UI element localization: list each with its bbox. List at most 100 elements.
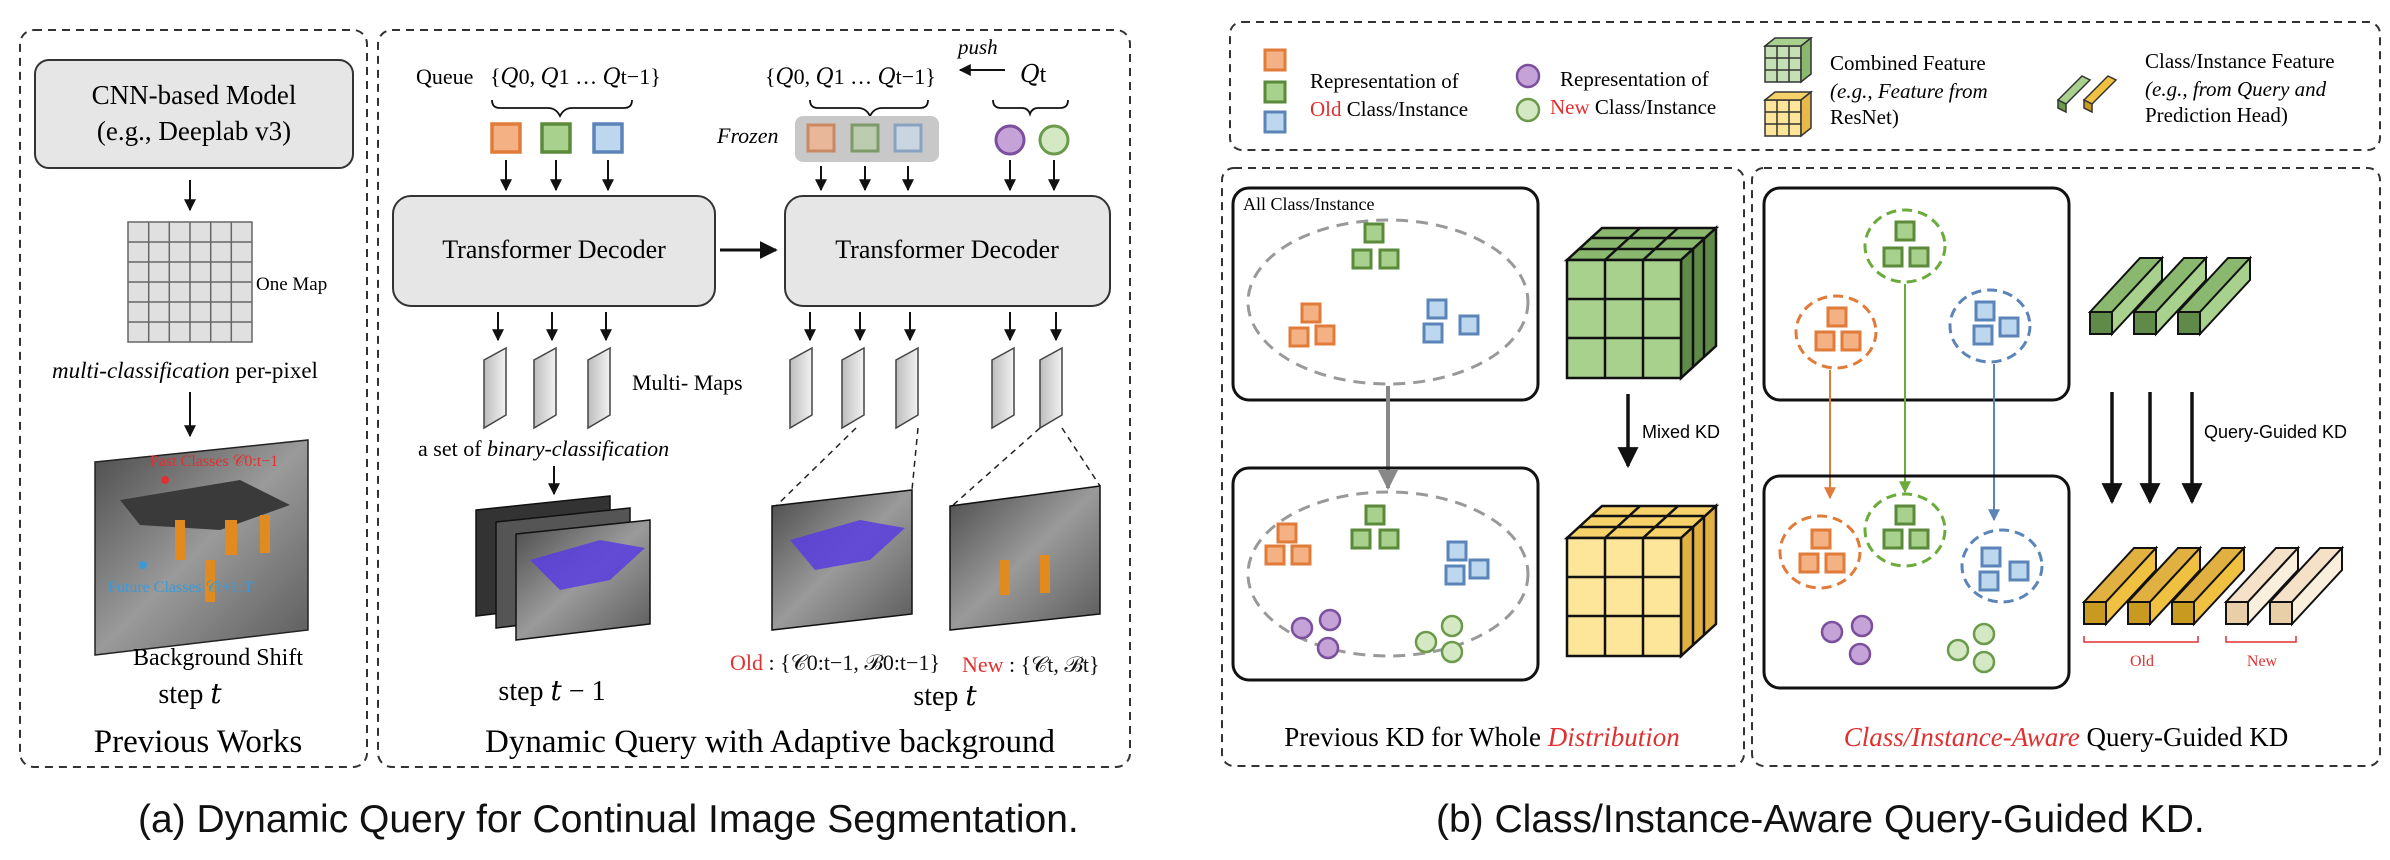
old-set-label: Old : {𝒞0:t−1, ℬ0:t−1} (730, 650, 940, 675)
legend-combined-sub1: (e.g., Feature from (1830, 79, 1988, 103)
legend-combined-sub2: ResNet) (1830, 105, 1899, 129)
zoom-line-new-left (951, 427, 1041, 507)
segmentation-image-previous (94, 439, 309, 656)
new-bars-label: New (2247, 653, 2278, 670)
transformer-decoder-1 (392, 195, 716, 307)
combined-feature-green-cube (1563, 225, 1720, 381)
legend-old-green (1263, 80, 1287, 104)
ci-feature-new-bars (2223, 545, 2345, 627)
ci-box-top (1762, 186, 2071, 402)
previous-works-frame (19, 29, 368, 768)
binary-classification-label: a set of binary-classification (418, 436, 669, 461)
queue-brace-2 (809, 99, 929, 119)
zoom-line-new-right (1061, 427, 1101, 487)
frozen-query-orange (806, 123, 836, 153)
zoom-line-old-right (911, 427, 919, 491)
ci-feature-yellow-bars (2081, 545, 2247, 627)
past-classes-label: Past Classes 𝒞0:t−1 (150, 453, 278, 470)
frozen-label: Frozen (716, 123, 779, 148)
qt-brace (992, 99, 1069, 117)
cnn-model-label: CNN-based Model (92, 80, 297, 110)
legend-combined-title: Combined Feature (1830, 51, 1986, 75)
one-map-label: One Map (256, 274, 327, 295)
bottom-blue-cluster (1444, 540, 1490, 586)
transformer-decoder-2 (784, 195, 1111, 307)
one-map-grid (127, 221, 253, 343)
ci-box-bottom (1762, 474, 2071, 690)
multi-maps-stack-2 (789, 346, 1063, 430)
all-ci-box-bottom (1231, 466, 1540, 682)
ci-feature-green-bars (2087, 255, 2253, 337)
legend-old-orange (1263, 48, 1287, 72)
rb-purple-cluster (1820, 614, 1874, 666)
cnn-model-box (34, 59, 354, 169)
queue-label: Queue (416, 64, 473, 89)
legend-new-purple (1515, 63, 1541, 89)
all-ci-label: All Class/Instance (1243, 194, 1374, 214)
transformer-decoder-1-label: Transformer Decoder (442, 235, 666, 264)
dynamic-query-frame (377, 29, 1131, 768)
rt-blue-cluster (1972, 300, 2020, 346)
cnn-model-example: (e.g., Deeplab v3) (97, 116, 291, 146)
top-blue-cluster (1422, 298, 1480, 344)
legend-frame (1229, 21, 2381, 151)
green-cluster-ring-bottom (1863, 492, 1947, 568)
background-shift-label: Background Shift (133, 645, 303, 671)
rb-orange-cluster (1798, 528, 1846, 574)
new-query-green (1038, 124, 1070, 156)
push-label: push (956, 35, 998, 59)
query-guided-kd-frame (1751, 167, 2381, 767)
bottom-newgreen-cluster (1414, 614, 1464, 664)
bottom-purple-cluster (1290, 608, 1342, 660)
top-orange-cluster (1288, 302, 1336, 348)
zoom-line-old-left (775, 427, 857, 507)
queue-set-2: {𝑄0, 𝑄1 … 𝑄t−1} (765, 64, 936, 89)
new-bracket (2225, 636, 2297, 643)
queue-query-blue (592, 122, 624, 154)
future-classes-label: Future Classes 𝒞t+1:T (108, 579, 253, 596)
frozen-query-blue (893, 123, 923, 153)
top-green-cluster (1351, 222, 1400, 270)
new-query-purple (994, 124, 1026, 156)
rb-green-cluster (1882, 504, 1930, 550)
all-ci-box-top (1231, 186, 1540, 402)
step-cur-label: step 𝑡 (913, 681, 977, 712)
old-bracket (2083, 636, 2199, 643)
multi-maps-label: Multi- Maps (632, 370, 743, 395)
rt-green-cluster (1882, 220, 1930, 268)
queue-query-green (540, 122, 572, 154)
old-bars-label: Old (2130, 653, 2154, 670)
new-set-label: New : {𝒞t, ℬt} (962, 652, 1100, 677)
previous-works-title: Previous Works (94, 724, 303, 760)
query-guided-kd-label: Query-Guided KD (2204, 422, 2347, 442)
legend-ci-sub2: Prediction Head) (2145, 103, 2288, 127)
orange-cluster-ring-top (1794, 294, 1878, 370)
bottom-orange-cluster (1264, 522, 1312, 566)
caption-a: (a) Dynamic Query for Continual Image Se… (138, 798, 1079, 841)
dynamic-query-title: Dynamic Query with Adaptive background (485, 724, 1056, 760)
queue-set: {𝑄0, 𝑄1 … 𝑄t−1} (490, 64, 661, 89)
new-binary-image (949, 485, 1101, 631)
legend-old-blue (1263, 110, 1287, 134)
blue-cluster-ring-bottom (1960, 528, 2044, 604)
multi-classification-label: multi-classification per-pixel (52, 358, 318, 383)
bottom-green-cluster (1350, 504, 1400, 550)
previous-kd-frame (1221, 167, 1745, 767)
legend-ci-sub1: (e.g., from Query and (2145, 77, 2327, 101)
frozen-query-green (850, 123, 880, 153)
previous-step-label: step 𝑡 (158, 679, 222, 710)
queue-query-orange (490, 122, 522, 154)
legend-ci-title: Class/Instance Feature (2145, 49, 2335, 73)
multi-maps-stack-1 (483, 346, 611, 430)
rb-blue-cluster (1978, 546, 2030, 592)
step-prev-label: step 𝑡 − 1 (498, 676, 605, 707)
legend-combined-feature-yellow-icon (1762, 90, 1814, 138)
legend-ci-feature-icon (2056, 75, 2118, 114)
green-cluster-ring-top (1863, 208, 1947, 284)
blue-cluster-ring-top (1948, 288, 2032, 364)
distribution-ellipse-bottom (1246, 490, 1530, 658)
query-guided-kd-title: Class/Instance-Aware Query-Guided KD (1844, 722, 2288, 752)
qt-label: 𝑄t (1020, 62, 1047, 88)
binary-map-image-stack (475, 495, 651, 641)
